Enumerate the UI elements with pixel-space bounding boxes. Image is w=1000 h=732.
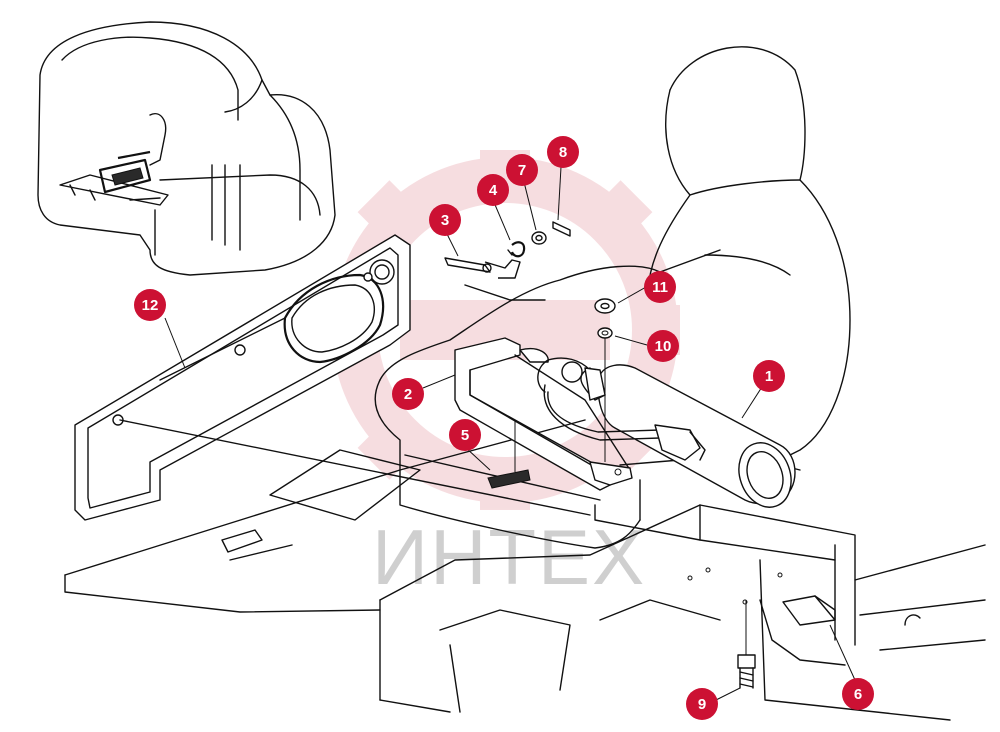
callout-9: 9: [686, 688, 718, 720]
callout-7: 7: [506, 154, 538, 186]
mounting-bracket: [454, 337, 633, 491]
watermark-text: ИНТЕХ: [372, 513, 646, 601]
cotter-pin: [552, 221, 571, 237]
retaining-clip: [759, 595, 846, 666]
callout-label: 2: [404, 386, 412, 403]
callout-6: 6: [842, 678, 874, 710]
callout-label: 4: [489, 182, 498, 199]
callout-11: 11: [644, 271, 676, 303]
callout-3: 3: [429, 204, 461, 236]
callout-label: 1: [765, 368, 773, 385]
callout-label: 5: [461, 427, 469, 444]
side-cover-panel: [74, 234, 591, 521]
callout-label: 11: [652, 279, 668, 296]
callout-5: 5: [449, 419, 481, 451]
machine-overview-inset: [37, 21, 336, 276]
callout-label: 3: [441, 212, 449, 229]
callout-4: 4: [477, 174, 509, 206]
callout-label: 9: [698, 696, 706, 713]
nut: [594, 298, 616, 314]
callout-2: 2: [392, 378, 424, 410]
callout-label: 12: [142, 297, 159, 314]
spring: [507, 241, 526, 258]
callout-label: 8: [559, 144, 567, 161]
washer-7: [531, 231, 547, 245]
callout-label: 7: [518, 162, 526, 179]
callout-12: 12: [134, 289, 166, 321]
cylinder-assembly: [537, 357, 796, 508]
callout-label: 10: [655, 338, 672, 355]
lock-washer: [597, 327, 613, 462]
callout-1: 1: [753, 360, 785, 392]
rubber-pad: [487, 420, 531, 489]
bolt: [737, 600, 756, 689]
callout-10: 10: [647, 330, 679, 362]
callout-8: 8: [547, 136, 579, 168]
leader-lines: [164, 166, 856, 701]
callout-label: 6: [854, 686, 862, 703]
locking-pin: [444, 257, 546, 301]
